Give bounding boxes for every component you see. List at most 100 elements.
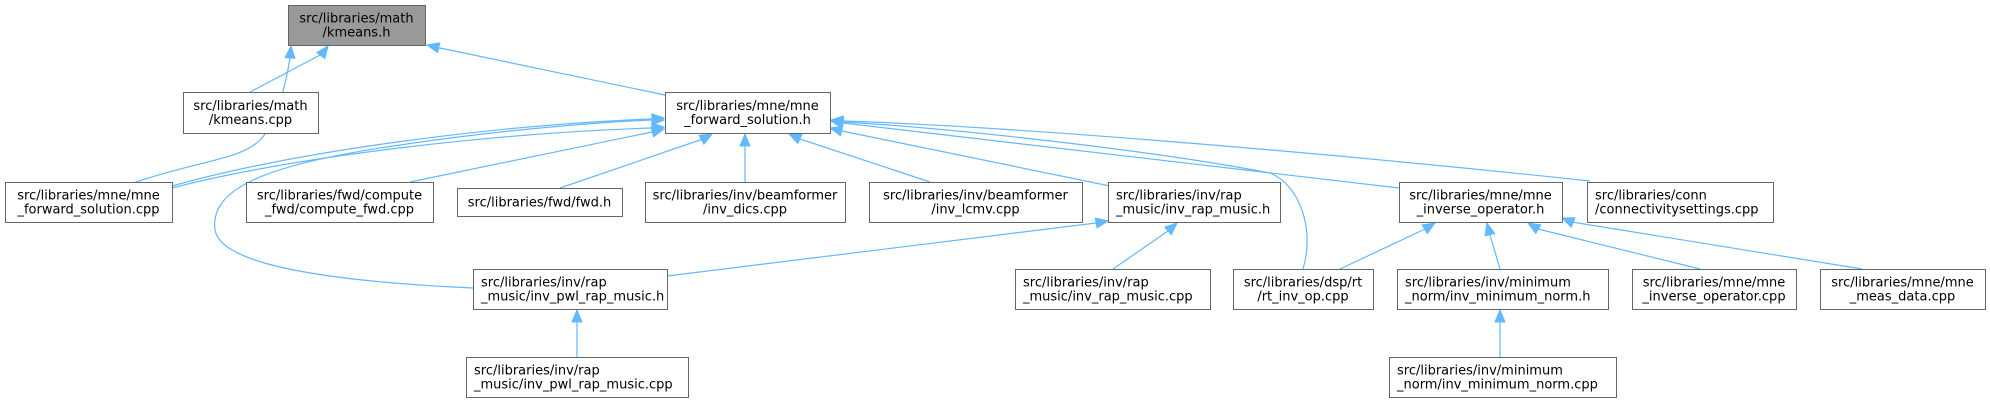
node-fwd-h[interactable]: src/libraries/fwd/fwd.h (457, 188, 623, 217)
arrowhead-icon (1526, 222, 1542, 235)
node-box[interactable] (645, 182, 846, 223)
edge-line (171, 118, 651, 187)
node-compute-fwd-cpp[interactable]: src/libraries/fwd/compute_fwd/compute_fw… (246, 182, 434, 223)
node-label-line: _music/inv_pwl_rap_music.cpp (473, 378, 673, 393)
node-inv-rap-music-h[interactable]: src/libraries/inv/rap_music/inv_rap_musi… (1108, 182, 1281, 223)
node-box[interactable] (473, 269, 668, 310)
node-label-line: /inv_dics.cpp (703, 203, 787, 218)
edge-inv_dics_cpp-to-fwd_sol_h (739, 132, 751, 182)
arrowhead-icon (1484, 221, 1496, 237)
edge-line (171, 126, 665, 189)
edge-inv_rap_music_cpp-to-inv_rap_music_h (1112, 222, 1178, 270)
node-label-line: src/libraries/math (299, 12, 413, 27)
edge-line (1571, 221, 1863, 270)
edge-line (409, 131, 653, 183)
node-label-line: src/libraries/mne/mne (676, 99, 818, 114)
node-kmeans-h[interactable]: src/libraries/math/kmeans.h (288, 5, 426, 46)
node-box[interactable] (466, 357, 689, 398)
node-label-line: src/libraries/mne/mne (17, 189, 159, 204)
node-label-line: src/libraries/fwd/compute (257, 189, 422, 204)
node-meas-data-cpp[interactable]: src/libraries/mne/mne_meas_data.cpp (1820, 269, 1986, 310)
node-label-line: /connectivitysettings.cpp (1595, 203, 1759, 218)
edge-line (666, 222, 1097, 277)
node-layer: src/libraries/math/kmeans.hsrc/libraries… (5, 5, 1986, 398)
node-label-line: src/libraries/inv/beamformer (883, 189, 1068, 204)
arrowhead-icon (284, 44, 296, 59)
node-box[interactable] (1015, 269, 1211, 310)
arrowhead-icon (828, 125, 844, 137)
edge-line (841, 130, 1111, 187)
edge-line (1339, 228, 1426, 270)
node-label-line: src/libraries/dsp/rt (1244, 276, 1362, 291)
node-label-line: /rt_inv_op.cpp (1257, 290, 1348, 305)
node-box[interactable] (665, 92, 831, 134)
node-box[interactable] (1233, 269, 1374, 310)
node-label-line: _fwd/compute_fwd.cpp (264, 203, 414, 218)
arrowhead-icon (1560, 217, 1576, 228)
node-inv-min-norm-h[interactable]: src/libraries/inv/minimum_norm/inv_minim… (1397, 269, 1609, 310)
arrowhead-icon (651, 114, 666, 126)
node-label-line: _inverse_operator.cpp (1641, 290, 1785, 305)
node-label-line: _music/inv_rap_music.h (1115, 203, 1270, 218)
edge-inv_min_norm_cpp-to-inv_min_norm_h (1494, 308, 1506, 357)
node-label-line: /kmeans.cpp (209, 113, 292, 128)
node-inv-pwl-cpp[interactable]: src/libraries/inv/rap_music/inv_pwl_rap_… (466, 357, 689, 398)
node-box[interactable] (1632, 269, 1797, 310)
node-box[interactable] (1389, 357, 1617, 398)
node-label-line: /kmeans.h (323, 26, 391, 41)
node-label-line: src/libraries/inv/beamformer (653, 189, 838, 204)
node-inv-rap-music-cpp[interactable]: src/libraries/inv/rap_music/inv_rap_musi… (1015, 269, 1211, 310)
node-label-line: src/libraries/inv/minimum (1397, 364, 1563, 379)
node-label-line: src/libraries/inv/rap (1023, 276, 1149, 291)
node-box[interactable] (5, 182, 173, 223)
node-label-line: src/libraries/mne/mne (1409, 189, 1551, 204)
node-box[interactable] (457, 188, 623, 217)
node-inv-lcmv-cpp[interactable]: src/libraries/inv/beamformer/inv_lcmv.cp… (869, 182, 1083, 223)
node-box[interactable] (1108, 182, 1281, 223)
node-inv-dics-cpp[interactable]: src/libraries/inv/beamformer/inv_dics.cp… (645, 182, 846, 223)
node-box[interactable] (183, 92, 319, 134)
edge-line (842, 120, 1591, 182)
edge-conn_cpp-to-fwd_sol_h (829, 115, 1591, 182)
node-label-line: _forward_solution.h (683, 113, 811, 128)
node-fwd-sol-cpp[interactable]: src/libraries/mne/mne_forward_solution.c… (5, 182, 173, 223)
edge-line (1112, 230, 1169, 270)
edge-line (249, 53, 323, 93)
edge-line (129, 57, 291, 185)
node-box[interactable] (1820, 269, 1986, 310)
node-conn-cpp[interactable]: src/libraries/conn/connectivitysettings.… (1587, 182, 1774, 223)
edge-inv_op_cpp-to-inv_op_h (1526, 222, 1701, 270)
node-box[interactable] (288, 5, 426, 46)
arrowhead-icon (698, 133, 714, 146)
node-box[interactable] (1397, 269, 1609, 310)
node-kmeans-cpp[interactable]: src/libraries/math/kmeans.cpp (183, 92, 319, 134)
node-label-line: src/libraries/inv/rap (1116, 189, 1242, 204)
edge-line (842, 121, 1308, 270)
node-box[interactable] (1399, 182, 1563, 223)
edge-inv_pwl_cpp-to-inv_pwl_h (571, 308, 583, 357)
arrowhead-icon (1494, 308, 1506, 323)
node-label-line: _norm/inv_minimum_norm.cpp (1396, 378, 1598, 393)
node-fwd-sol-h[interactable]: src/libraries/mne/mne_forward_solution.h (665, 92, 831, 134)
edge-layer (129, 42, 1863, 357)
node-rt-inv-op-cpp[interactable]: src/libraries/dsp/rt/rt_inv_op.cpp (1233, 269, 1374, 310)
node-inv-pwl-h[interactable]: src/libraries/inv/rap_music/inv_pwl_rap_… (473, 269, 668, 310)
node-label-line: src/libraries/inv/rap (474, 364, 600, 379)
edge-line (799, 138, 931, 183)
arrowhead-icon (739, 132, 751, 147)
edge-fwd_sol_cpp-to-kmeans_h (129, 44, 296, 185)
arrowhead-icon (1163, 222, 1178, 236)
node-box[interactable] (869, 182, 1083, 223)
arrowhead-icon (1421, 222, 1437, 235)
node-inv-op-h[interactable]: src/libraries/mne/mne_inverse_operator.h (1399, 182, 1563, 223)
edge-fwd_h-to-fwd_sol_h (559, 133, 714, 189)
node-inv-op-cpp[interactable]: src/libraries/mne/mne_inverse_operator.c… (1632, 269, 1797, 310)
arrowhead-icon (651, 122, 666, 134)
node-label-line: src/libraries/inv/minimum (1405, 276, 1571, 291)
node-box[interactable] (246, 182, 434, 223)
edge-kmeans_cpp-to-kmeans_h (249, 44, 329, 93)
arrowhead-icon (571, 308, 583, 323)
node-box[interactable] (1587, 182, 1774, 223)
node-inv-min-norm-cpp[interactable]: src/libraries/inv/minimum_norm/inv_minim… (1389, 357, 1617, 398)
